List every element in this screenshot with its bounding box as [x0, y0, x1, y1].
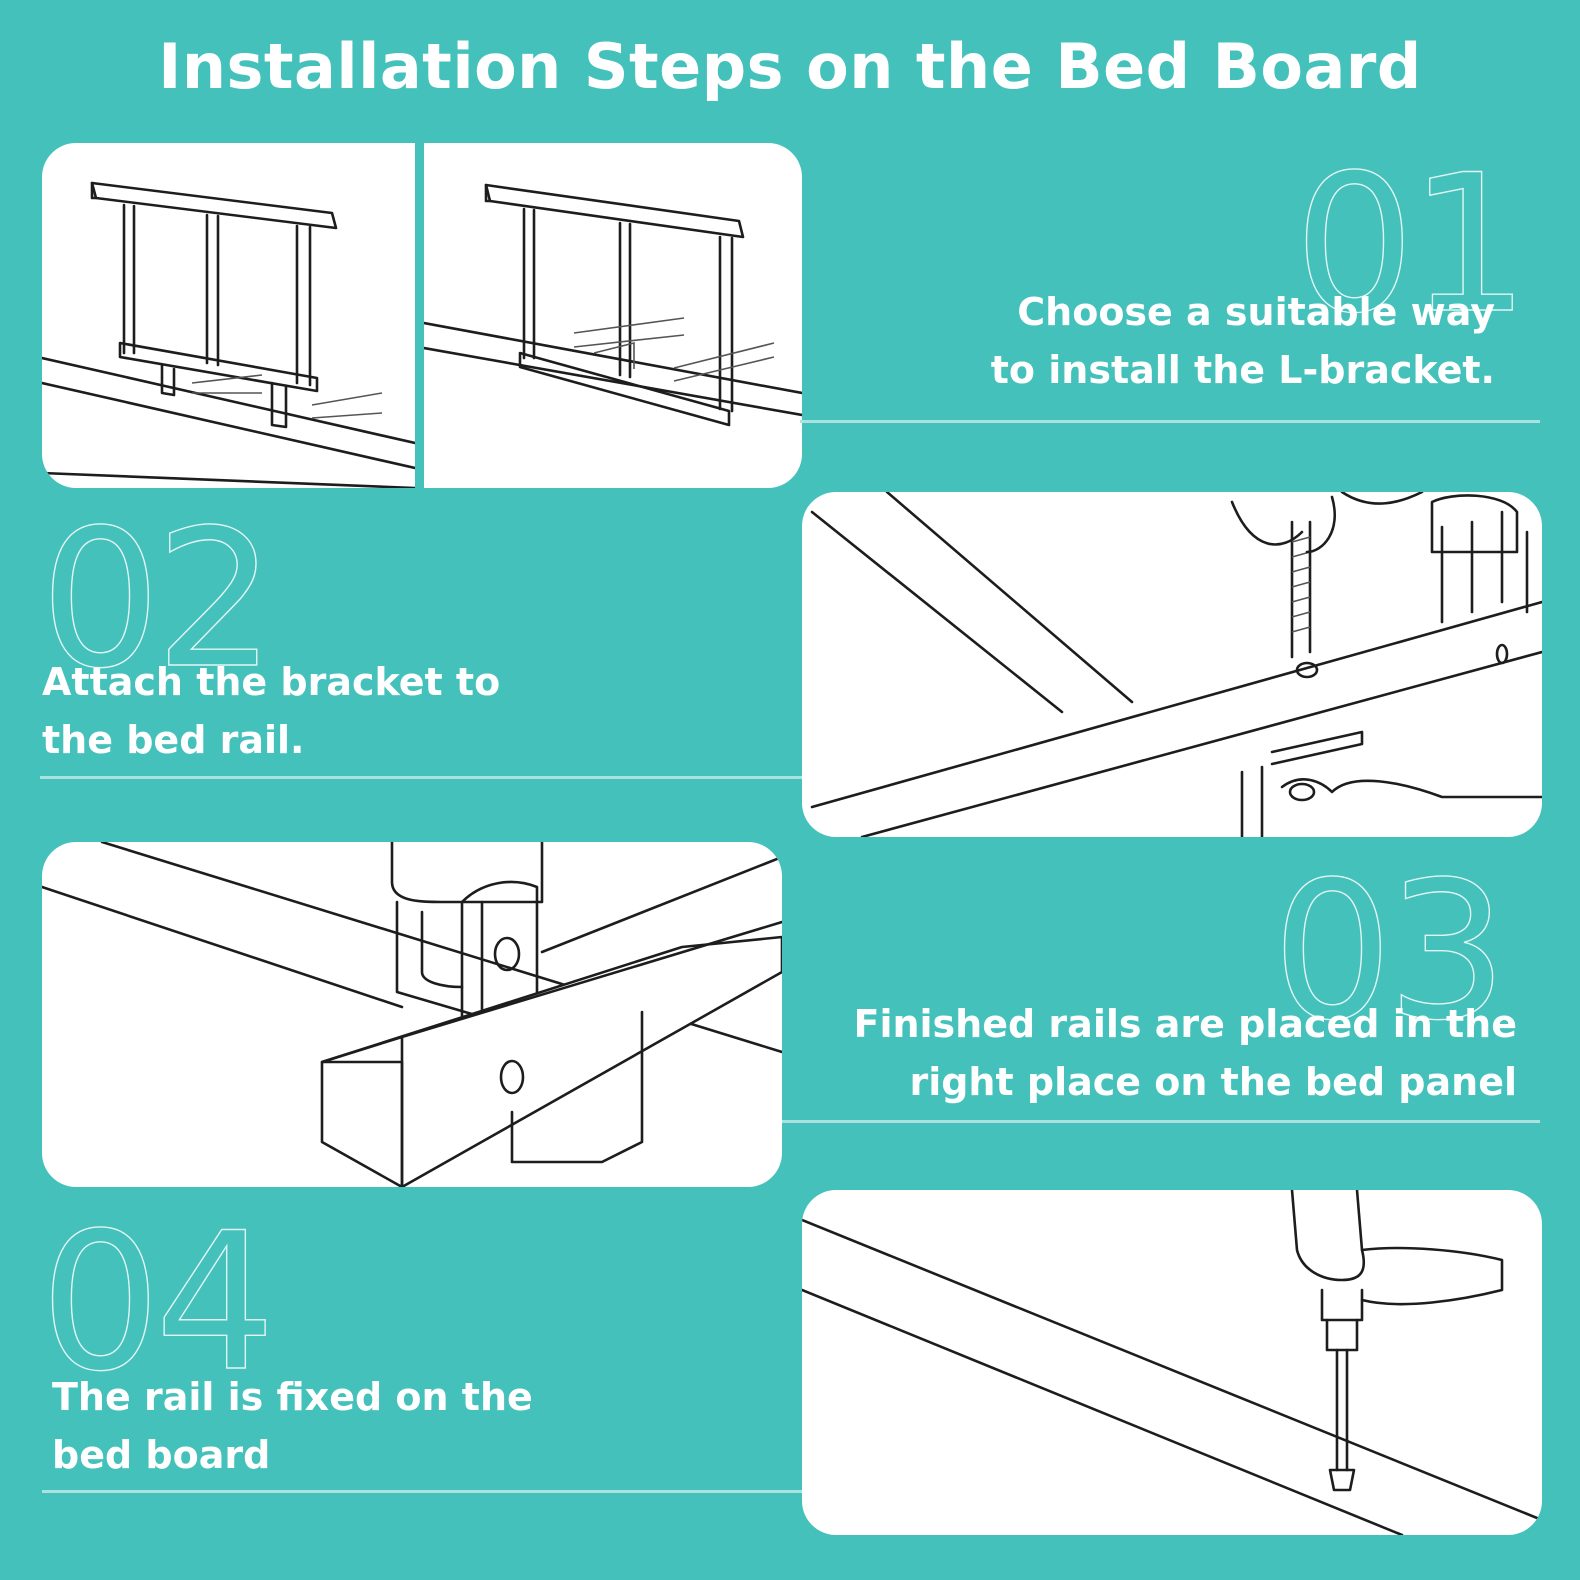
step-1-description: Choose a suitable way to install the L-b…	[991, 283, 1495, 399]
page-title: Installation Steps on the Bed Board	[158, 30, 1422, 103]
step-2-line-2: the bed rail.	[42, 718, 305, 762]
step-3-illustration	[42, 842, 782, 1187]
step-1-number: 01	[1293, 134, 1530, 355]
step-2-divider	[40, 776, 802, 779]
step-3-line-2: right place on the bed panel	[909, 1060, 1517, 1104]
step-3-number: 03	[1271, 841, 1508, 1062]
step-4-illustration	[802, 1190, 1542, 1535]
bracket-screw-drawing-icon	[810, 492, 1542, 837]
step-4-line-1: The rail is fixed on the	[52, 1375, 533, 1419]
rail-joint-drawing-icon	[42, 842, 782, 1187]
step-4-divider	[42, 1490, 802, 1493]
step-3-description: Finished rails are placed in the right p…	[854, 995, 1518, 1111]
step-4-description: The rail is fixed on the bed board	[52, 1368, 533, 1484]
bed-rail-drawing-icon	[42, 181, 415, 488]
step-2-line-1: Attach the bracket to	[42, 660, 501, 704]
step-1-illustration-b	[424, 143, 802, 488]
step-1-divider	[800, 420, 1540, 423]
screwdriver-drawing-icon	[802, 1190, 1542, 1535]
step-4-line-2: bed board	[52, 1433, 271, 1477]
step-4-number: 04	[39, 1192, 276, 1413]
step-2-description: Attach the bracket to the bed rail.	[42, 653, 500, 769]
step-1-line-1: Choose a suitable way	[1017, 290, 1495, 334]
step-1-line-2: to install the L-bracket.	[990, 348, 1495, 392]
step-3-line-1: Finished rails are placed in the	[853, 1002, 1518, 1046]
bed-rail-bracket-drawing-icon	[424, 183, 802, 427]
step-2-illustration	[802, 492, 1542, 837]
step-3-divider	[782, 1120, 1540, 1123]
step-1-illustration-a	[42, 143, 415, 488]
step-2-number: 02	[39, 489, 276, 710]
